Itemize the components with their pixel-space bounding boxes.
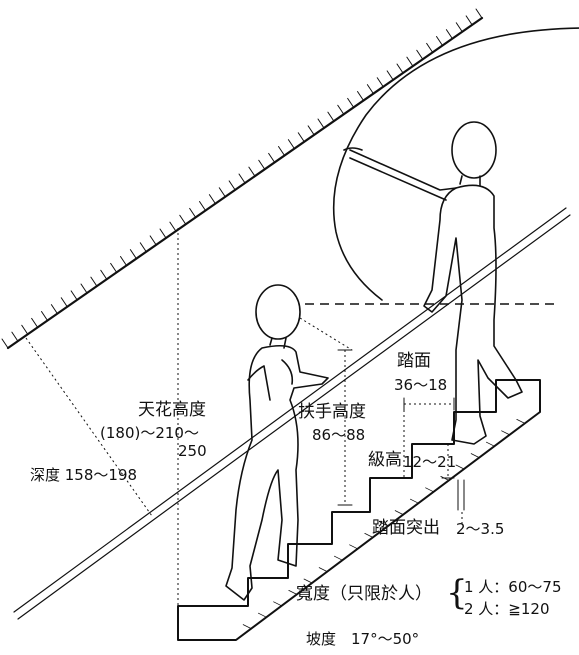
ceiling-hatch-mark	[189, 207, 197, 218]
ceiling-hatch-mark	[376, 77, 384, 88]
ceiling-hatch-mark	[258, 159, 266, 170]
ceiling-hatch-mark	[287, 139, 295, 150]
ceiling-hatch-mark	[228, 180, 236, 191]
ceiling-slope	[1, 8, 484, 350]
ceiling-hatch-mark	[90, 276, 98, 287]
ceiling-hatch-mark	[60, 297, 68, 308]
stair-hatch-mark	[257, 612, 267, 618]
nosing-dim	[457, 479, 465, 511]
width-brace: {	[446, 573, 468, 613]
ceiling-hatch-mark	[11, 331, 19, 342]
ceiling-hatch-mark	[129, 249, 137, 260]
ceiling-hatch-mark	[327, 111, 335, 122]
ceiling-height-value-line2: 250	[178, 442, 207, 460]
ceiling-hatch-mark	[50, 304, 58, 315]
stair-hatch-mark	[409, 498, 419, 504]
stair-hatch-mark	[349, 544, 359, 550]
stair-hatch-mark	[273, 601, 283, 607]
tread-label: 踏面	[397, 351, 431, 371]
ceiling-hatch-mark	[357, 91, 364, 101]
ceiling-hatch-mark	[218, 187, 226, 198]
figure-back	[343, 121, 523, 445]
ceiling-hatch-mark	[41, 311, 48, 321]
stair-hatch-mark	[394, 510, 404, 515]
riser-value: 12～21	[403, 453, 457, 471]
ceiling-hatch-mark	[307, 125, 315, 136]
width-label: 寬度（只限於人）	[296, 584, 432, 604]
ceiling-hatch-mark	[426, 42, 434, 53]
riser-label: 級高	[368, 450, 402, 470]
ceiling-hatch-mark	[445, 29, 453, 40]
ceiling-hatch-mark	[396, 63, 404, 74]
width-two-persons: 2 人：≧120	[464, 600, 550, 618]
stair-hatch-mark	[425, 487, 435, 493]
ceiling-hatch-mark	[120, 256, 127, 266]
ceiling-height-value-line1: (180)～210～	[100, 424, 199, 442]
slope-label: 坡度 17°～50°	[306, 630, 420, 648]
stair-hatch-mark	[364, 533, 374, 538]
ceiling-hatch-mark	[179, 214, 187, 225]
ceiling-hatch-mark	[21, 324, 29, 335]
handrail-height-value: 86～88	[312, 426, 366, 444]
ceiling-hatch-mark	[455, 22, 463, 33]
ceiling-hatch-mark	[297, 132, 305, 143]
head-clearance-arc	[332, 27, 579, 301]
stair-hatch-mark	[333, 555, 343, 561]
stair-hatch-mark	[470, 453, 480, 459]
ceiling-hatch-mark	[337, 104, 345, 115]
ceiling-hatch-mark	[278, 146, 285, 156]
stair-hatch-mark	[318, 567, 328, 572]
ceiling-hatch-mark	[406, 56, 414, 67]
ceiling-hatch-mark	[139, 242, 147, 253]
stair-hatch-mark	[455, 464, 465, 470]
ceiling-hatch-mark	[208, 194, 216, 205]
stair-hatch-mark	[303, 578, 313, 584]
handrail	[13, 207, 571, 620]
ceiling-hatch-mark	[238, 173, 246, 184]
stair-hatch-mark	[516, 418, 526, 424]
ceiling-hatch-mark	[268, 152, 276, 163]
stair-hatch-mark	[242, 624, 252, 629]
ceiling-hatch-mark	[465, 15, 473, 26]
tread-dim	[403, 397, 455, 478]
ceiling-hatch-mark	[110, 262, 118, 273]
stair-hatch-mark	[485, 441, 495, 447]
tread-value: 36～18	[394, 376, 448, 394]
ceiling-hatch-mark	[416, 49, 424, 60]
stair-hatch	[242, 418, 526, 629]
ceiling-hatch-mark	[159, 228, 167, 239]
ceiling-hatch-mark	[199, 201, 206, 211]
ceiling-hatch-mark	[475, 8, 483, 19]
width-one-person: 1 人：60～75	[464, 578, 562, 596]
stair-hatch-mark	[288, 590, 298, 595]
ceiling-hatch-mark	[366, 84, 374, 95]
nosing-label: 踏面突出	[372, 518, 440, 538]
ceiling-hatch-mark	[436, 36, 443, 46]
ceiling-hatch-mark	[169, 221, 177, 232]
ceiling-hatch-mark	[248, 166, 256, 177]
nosing-value: 2～3.5	[456, 520, 505, 538]
ceiling-hatch-mark	[31, 317, 39, 328]
depth-dim-line	[25, 337, 153, 517]
riser-dim	[441, 443, 455, 479]
ceiling-hatch-mark	[80, 283, 88, 294]
ceiling-hatch-mark	[149, 235, 157, 246]
ceiling-hatch-mark	[347, 97, 355, 108]
ceiling-hatch-mark	[386, 70, 394, 81]
figure-front	[225, 284, 329, 601]
ceiling-hatch-mark	[70, 290, 78, 301]
staircase-profile	[177, 379, 541, 641]
handrail-height-dim	[299, 317, 353, 506]
ceiling-hatch-mark	[100, 269, 108, 280]
depth-label: 深度 158～198	[30, 466, 138, 484]
stair-hatch-mark	[379, 521, 389, 527]
ceiling-height-label: 天花高度	[138, 400, 206, 420]
ceiling-hatch-mark	[1, 338, 9, 349]
handrail-height-label: 扶手高度	[298, 402, 366, 422]
stair-hatch-mark	[501, 430, 511, 436]
ceiling-hatch-mark	[317, 118, 325, 129]
